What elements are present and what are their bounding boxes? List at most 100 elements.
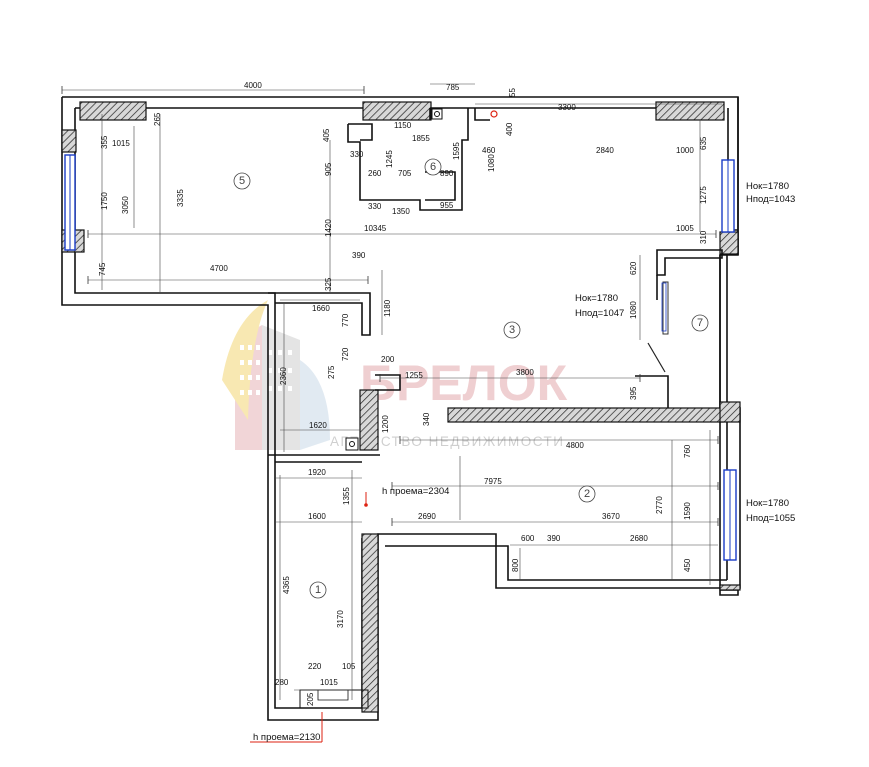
dim-label: 1420 [324, 219, 333, 237]
svg-text:5: 5 [239, 175, 245, 187]
svg-text:2: 2 [584, 488, 590, 500]
wall-segment [362, 101, 432, 121]
dim-label: 390 [547, 534, 561, 543]
dimension-lines [61, 83, 722, 743]
svg-text:3: 3 [509, 324, 515, 336]
dim-label: 265 [153, 112, 162, 126]
dim-label: 330 [368, 202, 382, 211]
dimension-labels-top: 4000 785 55 3300 265 1150 1855 400 460 2… [153, 81, 708, 172]
watermark-logo-icon [222, 300, 330, 450]
dim-label: 1000 [676, 146, 694, 155]
dim-label: 205 [306, 692, 315, 706]
dim-label: 400 [505, 122, 514, 136]
svg-text:1: 1 [315, 584, 321, 596]
room-label: 3 [503, 321, 521, 339]
dim-label: 705 [398, 169, 412, 178]
interior-walls [268, 108, 723, 463]
dim-label: 280 [275, 678, 289, 687]
dim-label: 4700 [210, 264, 228, 273]
dimension-labels-left: 355 1015 1750 3050 3335 905 745 1420 325 [98, 135, 333, 291]
dim-label: 3335 [176, 189, 185, 207]
dim-label: 1660 [312, 304, 330, 313]
dim-label: 200 [381, 355, 395, 364]
windows [64, 154, 737, 561]
dim-label: 1245 [385, 150, 394, 168]
dim-label: 1350 [392, 207, 410, 216]
dim-label: 3170 [336, 610, 345, 628]
dim-label: 1150 [394, 121, 412, 130]
dim-label: 450 [683, 558, 692, 572]
dim-label: 1080 [487, 154, 496, 172]
window-3-npod: Нпод=1055 [746, 513, 795, 524]
dim-label: 3800 [516, 368, 534, 377]
dim-label: 325 [324, 277, 333, 291]
dim-label: 1180 [383, 299, 392, 317]
dim-label: 905 [324, 162, 333, 176]
watermark: БРЕЛОК АГЕНТСТВО НЕДВИЖИМОСТИ [222, 300, 568, 450]
wall-segment [719, 584, 741, 591]
wall-segment [719, 401, 741, 423]
dim-label: 405 [322, 128, 331, 142]
dim-label: 55 [508, 88, 517, 97]
opening-height-1: h проема=2304 [382, 486, 449, 497]
room-label: 5 [233, 172, 251, 190]
wall-segment [79, 101, 147, 121]
dim-label: 275 [327, 365, 336, 379]
dim-label: 760 [683, 444, 692, 458]
room-label: 6 [424, 158, 442, 176]
dim-label: 1015 [320, 678, 338, 687]
dim-label: 3050 [121, 196, 130, 214]
dim-label: 1595 [452, 142, 461, 160]
dimension-labels-mid: 10345 1005 310 1275 4700 390 1180 620 10… [210, 186, 708, 458]
dim-label: 720 [341, 347, 350, 361]
dim-label: 7975 [484, 477, 502, 486]
dim-label: 4365 [282, 576, 291, 594]
dim-label: 770 [341, 313, 350, 327]
dimension-labels-room6: 260 705 890 330 1350 955 [368, 169, 454, 216]
dim-label: 4000 [244, 81, 262, 90]
dim-label: 260 [368, 169, 382, 178]
dim-label: 105 [342, 662, 356, 671]
dim-label: 330 [350, 150, 364, 159]
dim-label: 220 [308, 662, 322, 671]
dim-label: 2840 [596, 146, 614, 155]
window-3-nok: Нок=1780 [746, 498, 789, 509]
dim-label: 1080 [629, 301, 638, 319]
window-2-npod: Нпод=1047 [575, 308, 624, 319]
watermark-subtitle: АГЕНТСТВО НЕДВИЖИМОСТИ [330, 434, 564, 449]
dim-label: 1355 [342, 487, 351, 505]
opening-marker-icon [490, 110, 498, 118]
dimension-labels-lower: 1920 1355 1600 7975 2690 3670 2770 1590 … [275, 468, 692, 706]
svg-text:6: 6 [430, 161, 436, 173]
dim-label: 3670 [602, 512, 620, 521]
dim-label: 620 [629, 261, 638, 275]
room-label: 1 [309, 581, 327, 599]
window-1-nok: Нок=1780 [746, 181, 789, 192]
dim-label: 2680 [630, 534, 648, 543]
dim-label: 635 [699, 136, 708, 150]
dim-label: 1015 [112, 139, 130, 148]
dim-label: 1855 [412, 134, 430, 143]
opening-height-2: h проема=2130 [253, 732, 320, 743]
dim-label: 1275 [699, 186, 708, 204]
dim-label: 955 [440, 201, 454, 210]
wall-segment [447, 407, 724, 423]
dim-label: 1920 [308, 468, 326, 477]
dim-label: 2360 [279, 367, 288, 385]
dim-label: 1200 [381, 415, 390, 433]
dim-label: 3300 [558, 103, 576, 112]
dim-label: 340 [422, 412, 431, 426]
svg-text:7: 7 [697, 317, 703, 329]
room-label: 7 [691, 314, 709, 332]
dim-label: 390 [352, 251, 366, 260]
dim-label: 1255 [405, 371, 423, 380]
dim-label: 1600 [308, 512, 326, 521]
wall-segment [655, 101, 725, 121]
dim-label: 460 [482, 146, 496, 155]
dim-label: 10345 [364, 224, 387, 233]
opening-annotations: h проема=2304 h проема=2130 [253, 486, 449, 743]
window-1-npod: Нпод=1043 [746, 194, 795, 205]
dim-label: 745 [98, 262, 107, 276]
window-2-nok: Нок=1780 [575, 293, 618, 304]
